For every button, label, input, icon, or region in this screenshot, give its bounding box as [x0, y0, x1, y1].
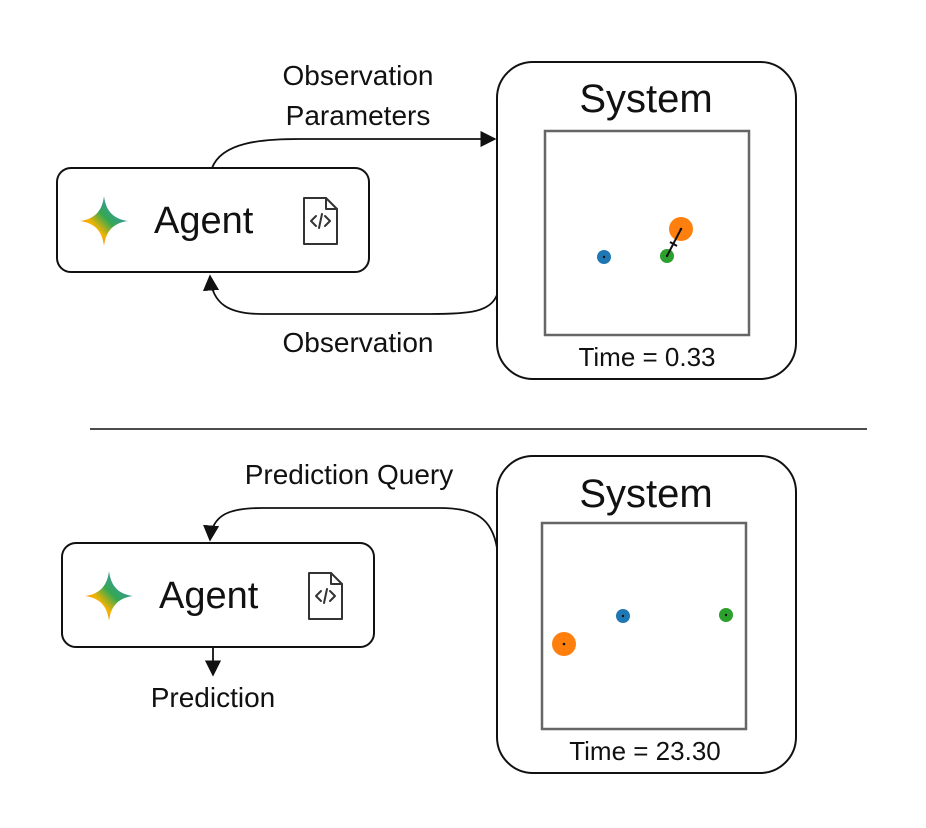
system-box-bottom: System Time = 23.30: [496, 455, 797, 774]
system-title: System: [579, 472, 712, 516]
gemini-sparkle-icon: [80, 196, 128, 246]
time-label: Time = 23.30: [569, 736, 721, 766]
agent-label: Agent: [159, 575, 259, 617]
arrow-observation-parameters: [211, 130, 497, 169]
edge-label-parameters: Parameters: [286, 100, 431, 131]
top-panel: Agent Observation Parameters Observation…: [56, 60, 797, 380]
edge-label-prediction-query: Prediction Query: [245, 459, 454, 490]
agent-box-bottom: Agent: [61, 542, 375, 648]
bottom-panel: Agent Prediction Query Prediction System: [61, 455, 797, 774]
gemini-sparkle-icon: [85, 571, 133, 621]
trajectory-line: [666, 228, 682, 257]
body-blue-center: [621, 614, 625, 618]
time-label: Time = 0.33: [578, 342, 715, 372]
arrow-prediction-query: [203, 507, 498, 549]
agent-label: Agent: [154, 200, 254, 242]
system-box-top: System Time = 0.33: [496, 61, 797, 380]
code-file-icon: [303, 197, 338, 245]
arrow-observation: [202, 274, 498, 315]
edge-label-observation-return: Observation: [283, 327, 434, 358]
system-title: System: [579, 77, 712, 121]
edge-label-observation: Observation: [283, 60, 434, 91]
body-blue-center: [602, 255, 606, 259]
agent-box-top: Agent: [56, 167, 370, 273]
simulation-canvas: [543, 129, 751, 337]
trajectory-tick: [669, 241, 678, 247]
body-green-center: [724, 613, 728, 617]
prediction-label: Prediction: [151, 682, 276, 713]
simulation-canvas: [540, 521, 748, 731]
code-file-icon: [308, 572, 343, 620]
body-orange-center: [562, 642, 566, 646]
